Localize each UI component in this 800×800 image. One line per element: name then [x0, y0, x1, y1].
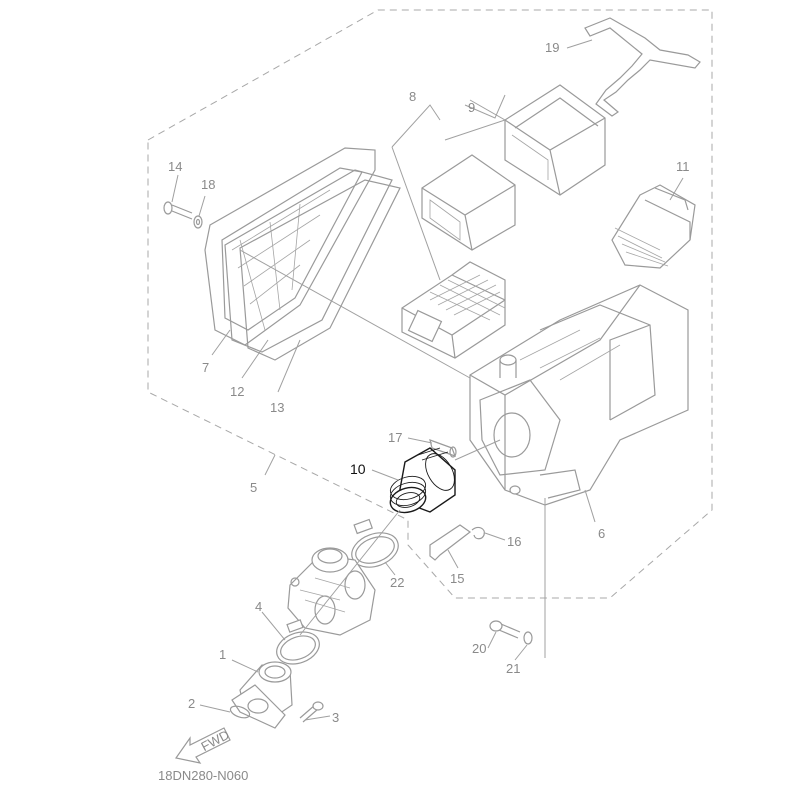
part-8-filter-element-lower — [421, 154, 516, 251]
callout-20: 20 — [472, 641, 486, 656]
callout-11: 11 — [676, 159, 690, 174]
part-20-bolt — [489, 620, 521, 639]
part-22-hose-clamp — [351, 518, 399, 568]
callout-7: 7 — [202, 360, 209, 375]
callout-1: 1 — [219, 647, 226, 662]
callout-13: 13 — [270, 400, 284, 415]
leader-lines — [171, 39, 684, 721]
callout-21: 21 — [506, 661, 520, 676]
callout-2: 2 — [188, 696, 195, 711]
part-6-air-filter-case — [469, 284, 689, 506]
part-18-washer — [193, 215, 203, 229]
callout-10: 10 — [350, 461, 366, 477]
part-1-intake-manifold — [231, 661, 293, 729]
part-2-o-ring — [229, 705, 251, 719]
part-11-intake-duct — [611, 184, 696, 269]
diagram-code: 18DN280-N060 — [158, 768, 248, 783]
callout-9: 9 — [468, 100, 475, 115]
part-3-bolt — [299, 701, 324, 723]
callout-12: 12 — [230, 384, 244, 399]
part-13-gasket — [239, 179, 401, 361]
callout-22: 22 — [390, 575, 404, 590]
callout-14: 14 — [168, 159, 182, 174]
part-4-hose-clamp — [276, 619, 320, 665]
callout-6: 6 — [598, 526, 605, 541]
mesh-filter-cartridge — [401, 261, 506, 359]
part-9-filter-element-upper — [504, 84, 606, 196]
part-19-wire-bracket — [584, 17, 701, 117]
callout-4: 4 — [255, 599, 262, 614]
callout-labels: 1 2 3 4 5 6 7 8 9 10 11 12 13 14 15 16 1… — [168, 40, 690, 725]
part-10-air-filter-joint — [389, 447, 456, 514]
fwd-arrow-icon: FWD — [174, 727, 232, 764]
callout-16: 16 — [507, 534, 521, 549]
callout-18: 18 — [201, 177, 215, 192]
fwd-arrow-label: FWD — [198, 727, 231, 754]
callout-3: 3 — [332, 710, 339, 725]
part-14-screw — [163, 201, 193, 220]
part-12-gasket — [224, 169, 393, 353]
callout-15: 15 — [450, 571, 464, 586]
callout-8: 8 — [409, 89, 416, 104]
callout-17: 17 — [388, 430, 402, 445]
callout-19: 19 — [545, 40, 559, 55]
callout-5: 5 — [250, 480, 257, 495]
part-21-washer — [523, 631, 533, 645]
part-15-drain-pipe — [429, 524, 472, 561]
assembly-boundary — [147, 9, 713, 599]
part-17-clamp-clip — [429, 439, 457, 458]
part-16-clip — [471, 526, 485, 540]
